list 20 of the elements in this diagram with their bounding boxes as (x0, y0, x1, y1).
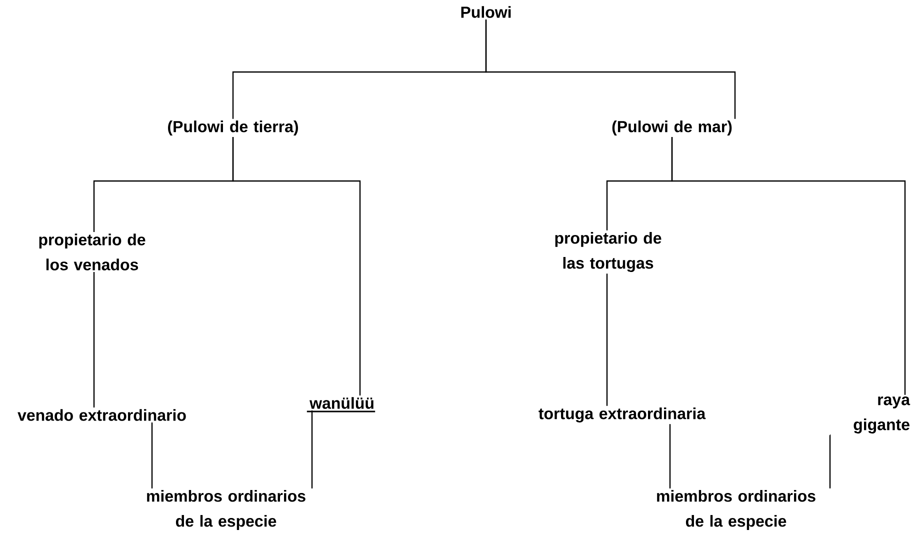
tree-label: Pulowi (461, 6, 511, 18)
tree-line (829, 434, 831, 488)
tree-label: miembros ordinarios de la especie (657, 490, 816, 530)
tree-label: propietario de las tortugas (555, 232, 662, 272)
tree-label: miembros ordinarios de la especie (147, 490, 306, 530)
tree-line (93, 272, 95, 408)
tree-label: (Pulowi de mar) (612, 120, 732, 136)
tree-line (485, 19, 736, 119)
tree-line (232, 137, 361, 396)
tree-line (669, 424, 671, 488)
tree-label: raya gigante (854, 396, 910, 434)
tree-label: (Pulowi de tierra) (168, 120, 298, 136)
tree-line (311, 410, 313, 488)
tree-line (671, 137, 906, 395)
tree-line (151, 422, 153, 488)
tree-label: venado extraordinario (18, 409, 186, 421)
tree-label: propietario de los venados (39, 234, 146, 270)
tree-label: tortuga extraordinaria (538, 408, 706, 422)
tree-label: wanülüü (306, 397, 376, 412)
tree-line (606, 274, 608, 406)
